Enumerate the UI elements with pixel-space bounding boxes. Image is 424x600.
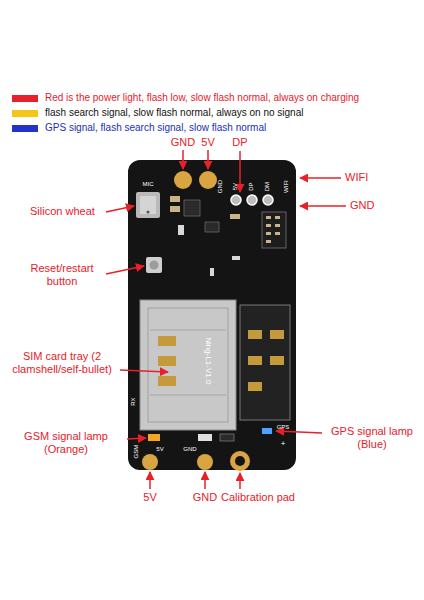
silkscreen-text: RX xyxy=(130,393,137,411)
callout-label: WIFI xyxy=(345,171,405,184)
sim-tray xyxy=(148,308,228,422)
smd-part xyxy=(230,214,240,219)
callout-label: Calibration pad xyxy=(208,491,308,504)
legend-swatch xyxy=(12,95,38,102)
silkscreen-text: Ning-L1-V1.0 xyxy=(203,321,213,401)
leader-arrow xyxy=(106,206,134,212)
sim-contact xyxy=(270,330,284,339)
callout-label: DP xyxy=(225,136,255,149)
sim-contact xyxy=(248,330,262,339)
mic-component xyxy=(136,192,160,218)
leader-arrow xyxy=(106,266,144,274)
calibration-pad xyxy=(230,451,250,471)
silkscreen-text: GPS xyxy=(272,424,294,431)
smd-part xyxy=(275,224,280,227)
smd-part xyxy=(266,240,271,243)
callout-label: GND xyxy=(187,491,223,504)
callout-label: GSM signal lamp (Orange) xyxy=(6,430,126,456)
sim-contact xyxy=(158,336,176,346)
silkscreen-text: MIC xyxy=(135,181,161,188)
smd-part xyxy=(266,224,271,227)
leader-arrow xyxy=(276,431,322,433)
smd-part xyxy=(178,225,184,235)
smd-part xyxy=(275,216,280,219)
callout-label: Reset/restart button xyxy=(16,262,108,288)
solder-pad xyxy=(263,195,273,205)
leader-arrow xyxy=(120,370,168,372)
smd-part xyxy=(170,196,180,202)
legend-text: Red is the power light, flash low, slow … xyxy=(45,92,359,103)
sim-contact xyxy=(158,356,176,366)
smd-part xyxy=(275,232,280,235)
sim-tray xyxy=(150,330,226,395)
solder-pad xyxy=(174,171,192,189)
legend-text: GPS signal, flash search signal, slow fl… xyxy=(45,122,266,133)
silkscreen-text: + xyxy=(276,439,290,449)
callout-label: 5V xyxy=(135,491,165,504)
legend-row: GPS signal, flash search signal, slow fl… xyxy=(12,121,266,135)
legend-row: flash search signal, slow flash normal, … xyxy=(12,106,303,120)
solder-pad xyxy=(197,454,213,470)
leader-arrow xyxy=(182,150,184,169)
solder-pad xyxy=(199,171,217,189)
smd-part xyxy=(170,206,180,212)
callout-label: SIM card tray (2 clamshell/self-bullet) xyxy=(6,350,118,376)
smd-part xyxy=(198,434,212,441)
sim-contact xyxy=(270,356,284,365)
silkscreen-text: 5V xyxy=(152,446,168,453)
callout-label: 5V xyxy=(193,136,223,149)
mic-hole xyxy=(147,211,150,214)
smd-part xyxy=(266,216,271,219)
legend-swatch xyxy=(12,125,38,132)
sim-contact xyxy=(248,356,262,365)
gps-lamp xyxy=(262,428,272,434)
smd-part xyxy=(232,256,240,260)
leader-arrow xyxy=(300,177,341,179)
callout-label: GND xyxy=(163,136,203,149)
ic-chip xyxy=(205,222,219,232)
legend-swatch xyxy=(12,110,38,117)
silkscreen-text: GND xyxy=(179,446,201,453)
silkscreen-text: GND xyxy=(217,175,224,199)
silkscreen-text: DM xyxy=(264,177,271,197)
smd-part xyxy=(266,232,271,235)
sim-slot xyxy=(240,305,290,420)
sim-contact xyxy=(248,382,262,391)
module-area xyxy=(262,212,286,248)
sim-tray xyxy=(140,300,236,430)
silkscreen-text: WIFI xyxy=(283,174,290,200)
legend-text: flash search signal, slow flash normal, … xyxy=(45,107,303,118)
leader-arrow xyxy=(239,151,241,192)
silkscreen-text: DP xyxy=(248,177,255,197)
leader-arrow xyxy=(207,150,209,169)
pcb-board xyxy=(128,160,296,470)
sim-contact xyxy=(158,376,176,386)
reset-button xyxy=(146,257,162,273)
solder-pad xyxy=(247,195,257,205)
leader-arrow xyxy=(204,472,206,489)
smd-part xyxy=(220,434,234,441)
callout-label: Silicon wheat xyxy=(30,205,115,218)
silkscreen-text: 5V xyxy=(232,177,239,197)
leader-arrow xyxy=(127,438,146,439)
reset-button xyxy=(150,261,159,270)
silkscreen-text: GSM xyxy=(133,441,140,463)
legend-row: Red is the power light, flash low, slow … xyxy=(12,91,359,105)
callout-label: GND xyxy=(350,199,410,212)
leader-arrow xyxy=(239,473,241,489)
solder-pad xyxy=(142,454,158,470)
mic-component xyxy=(140,196,156,214)
leader-arrow xyxy=(300,205,346,207)
smd-part xyxy=(210,268,214,276)
gsm-lamp xyxy=(148,434,160,441)
solder-pad xyxy=(231,195,241,205)
leader-arrow xyxy=(149,472,151,489)
callout-label: GPS signal lamp (Blue) xyxy=(324,425,420,451)
calibration-pad xyxy=(235,456,245,466)
ic-chip xyxy=(184,200,200,216)
